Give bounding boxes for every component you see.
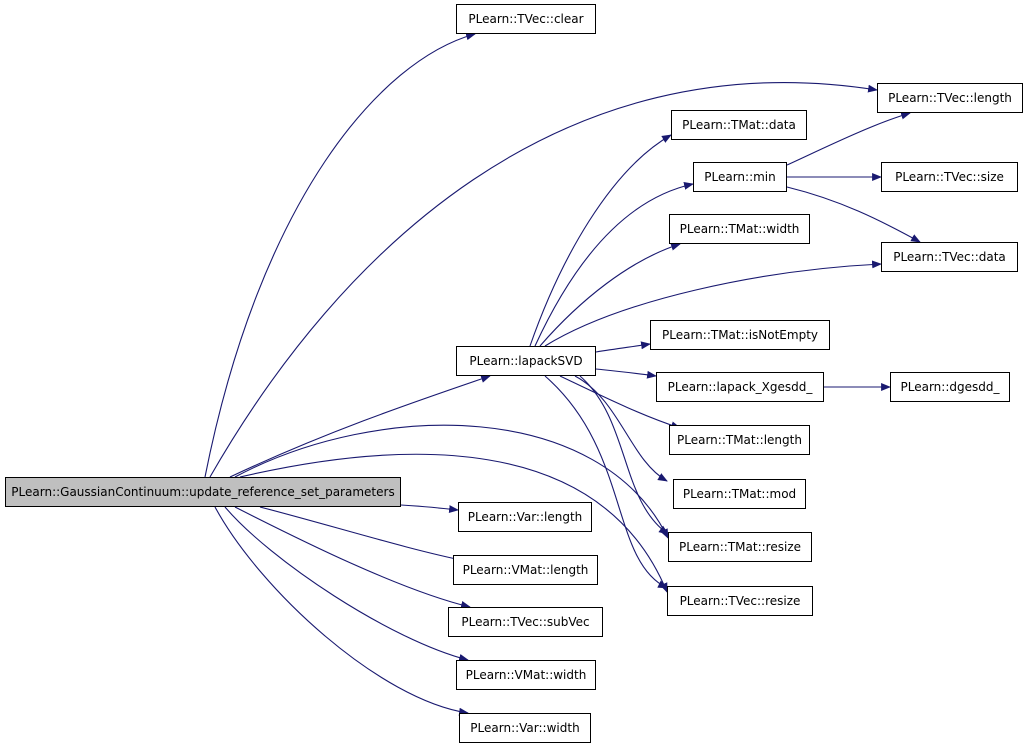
node-tvec-data[interactable]: PLearn::TVec::data [881, 242, 1018, 272]
node-vmat-length[interactable]: PLearn::VMat::length [453, 555, 598, 585]
edge-lapackSVD-to-tmat_mod [574, 375, 668, 482]
edge-lapackSVD-to-tmat_resize [579, 375, 669, 535]
edge-lapackSVD-to-lapack_Xgesdd [595, 368, 657, 379]
node-lapack-xgesdd[interactable]: PLearn::lapack_Xgesdd_ [656, 372, 824, 402]
node-tmat-resize[interactable]: PLearn::TMat::resize [668, 532, 812, 562]
node-tvec-length[interactable]: PLearn::TVec::length [877, 83, 1023, 113]
node-tmat-mod[interactable]: PLearn::TMat::mod [673, 479, 806, 509]
node-var-length[interactable]: PLearn::Var::length [458, 502, 592, 532]
edge-root-to-tvec_clear [204, 32, 476, 478]
edge-min-to-tvec_length [786, 111, 911, 166]
node-tvec-resize[interactable]: PLearn::TVec::resize [667, 586, 813, 616]
edge-root-to-vmat_length [259, 506, 467, 564]
edge-root-to-tmat_resize [234, 424, 669, 539]
node-tvec-size[interactable]: PLearn::TVec::size [881, 162, 1018, 192]
node-min[interactable]: PLearn::min [693, 162, 787, 192]
node-tmat-width[interactable]: PLearn::TMat::width [669, 214, 810, 244]
edge-lapackSVD-to-tvec_data [544, 260, 882, 347]
node-tmat-length[interactable]: PLearn::TMat::length [669, 425, 810, 455]
node-vmat-width[interactable]: PLearn::VMat::width [456, 660, 596, 690]
node-dgesdd[interactable]: PLearn::dgesdd_ [890, 372, 1010, 402]
edge-root-to-vmat_width [224, 506, 469, 662]
edge-root-to-tvec_length [209, 82, 878, 478]
edge-lapackSVD-to-tmat_length [559, 375, 681, 430]
edge-min-to-tvec_data [786, 186, 921, 243]
edge-root-to-tvec_resize [239, 453, 668, 593]
edge-root-to-tvec_subVec [234, 506, 471, 609]
node-tvec-subvec[interactable]: PLearn::TVec::subVec [448, 607, 603, 637]
node-tvec-clear[interactable]: PLearn::TVec::clear [456, 4, 596, 34]
node-lapack-svd[interactable]: PLearn::lapackSVD [456, 346, 596, 376]
edge-lapackSVD-to-tmat_width [539, 242, 681, 347]
edge-lapackSVD-to-min [534, 182, 694, 347]
edge-lapackSVD-to-tmat_isNotEmpty [595, 341, 651, 353]
edge-root-to-var_width [214, 506, 469, 716]
edge-root-to-var_length [400, 504, 459, 513]
node-tmat-is-not-empty[interactable]: PLearn::TMat::isNotEmpty [650, 320, 830, 350]
node-var-width[interactable]: PLearn::Var::width [459, 713, 591, 743]
edge-lapackSVD-to-tvec_resize [544, 375, 668, 589]
edge-lapackSVD-to-tmat_data [529, 134, 672, 347]
node-tmat-data[interactable]: PLearn::TMat::data [671, 110, 807, 140]
edge-root-to-lapackSVD [229, 375, 491, 478]
node-update-reference-set-parameters[interactable]: PLearn::GaussianContinuum::update_refere… [5, 477, 401, 507]
